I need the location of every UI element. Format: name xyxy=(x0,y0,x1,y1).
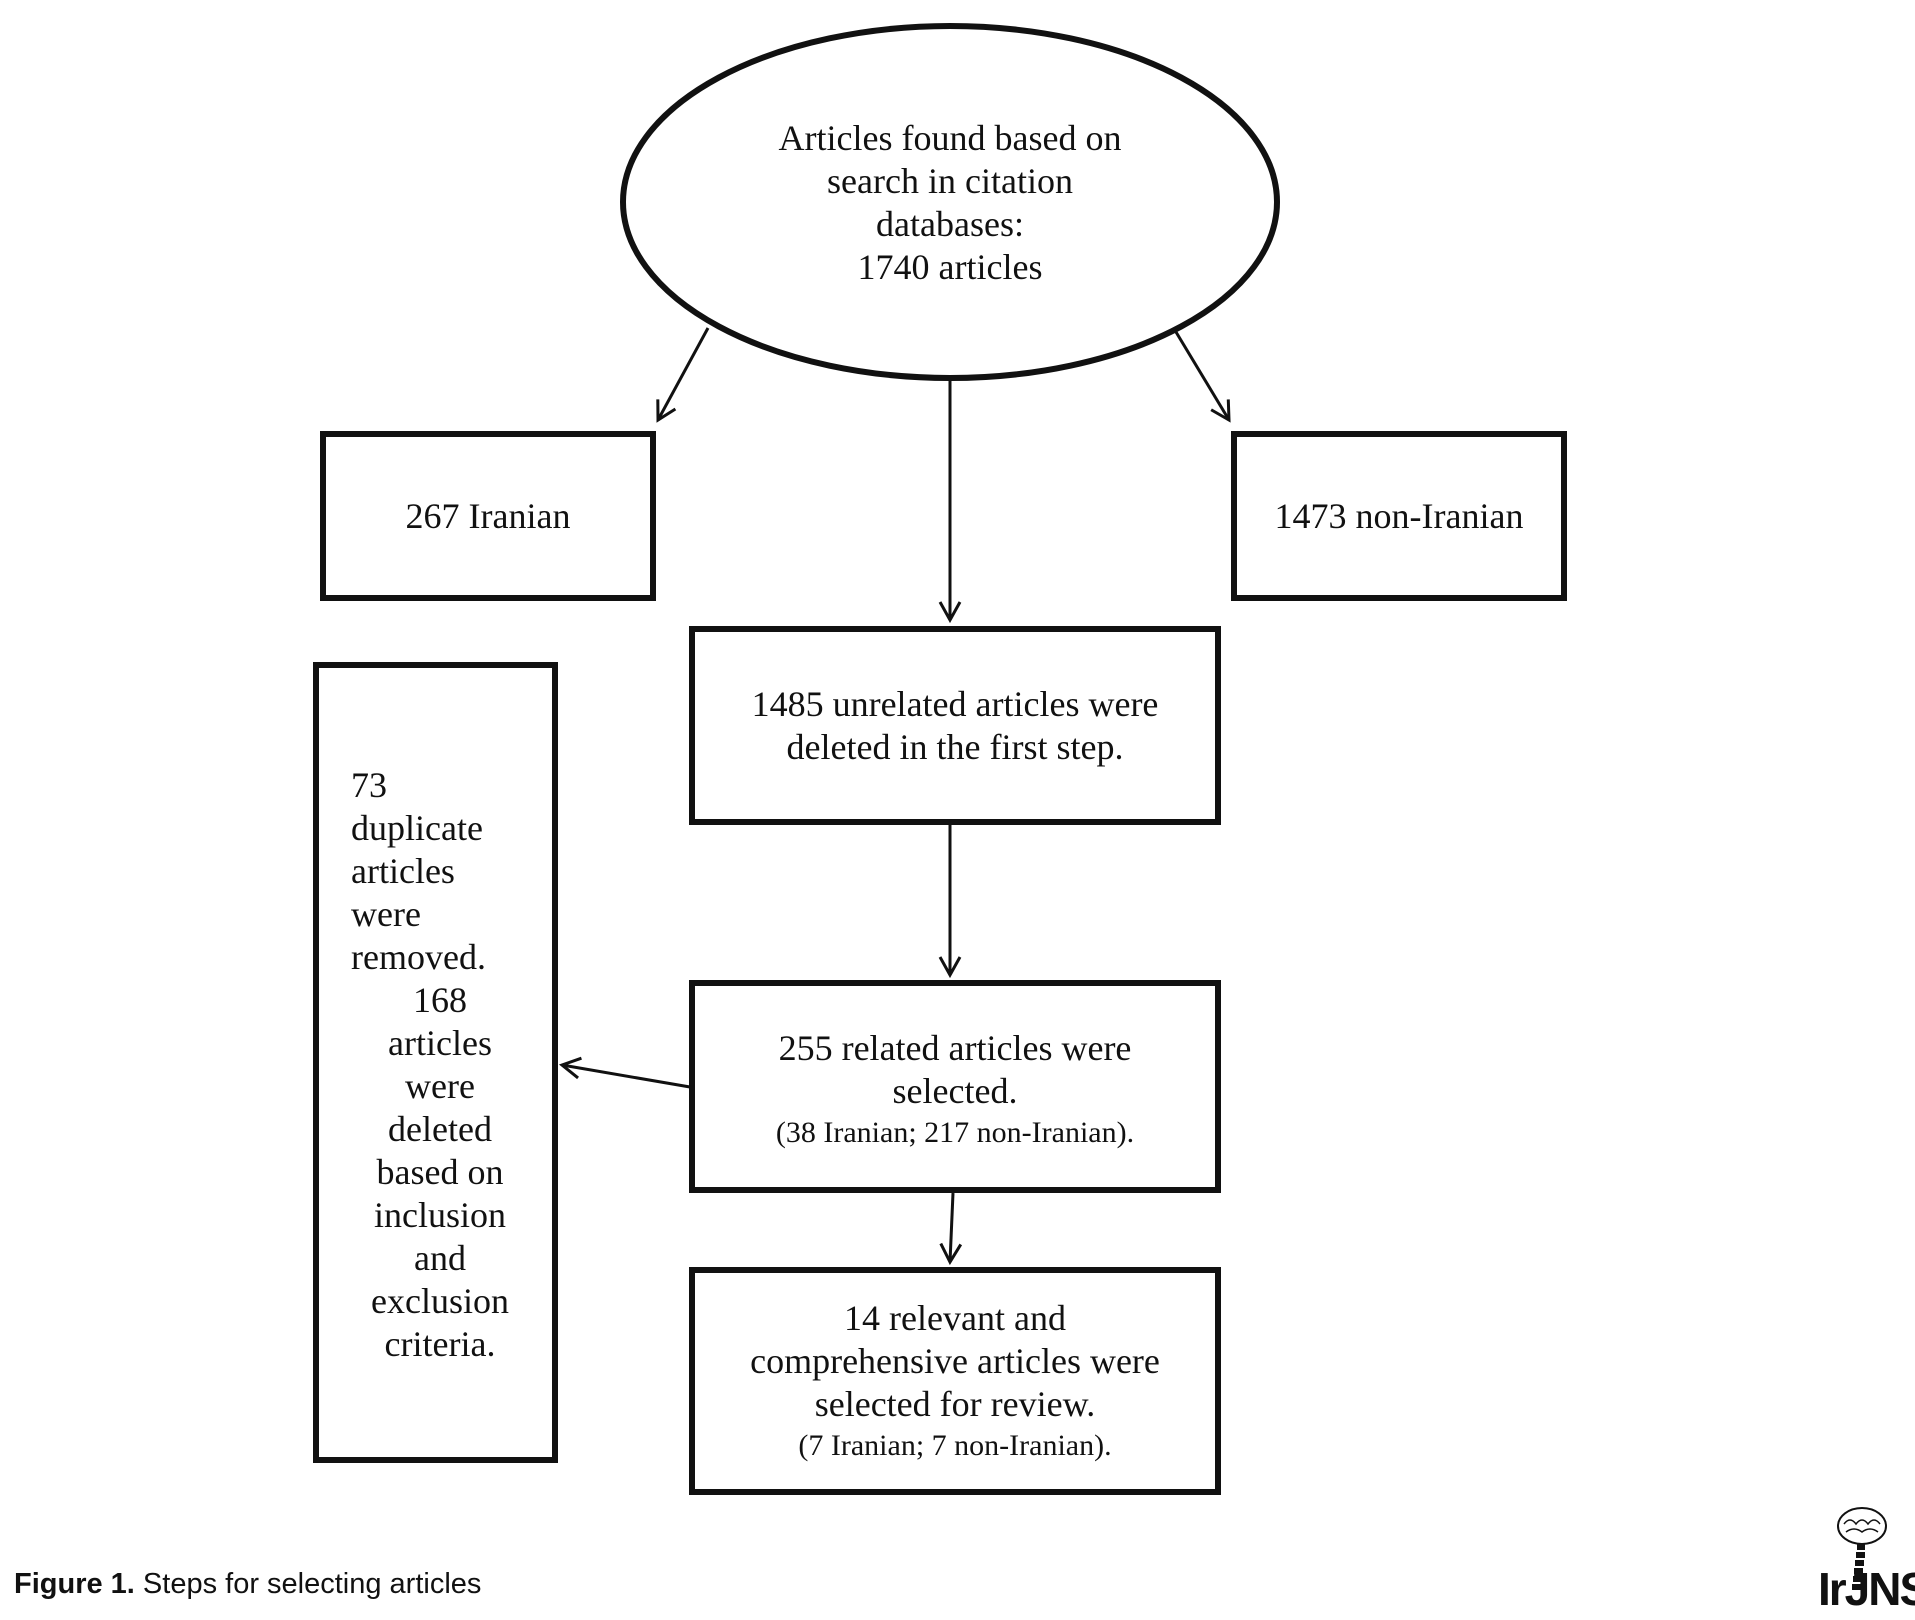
non-iranian-text: 1473 non-Iranian xyxy=(1237,437,1561,595)
excluded-center-line-4: deleted xyxy=(388,1109,492,1149)
arrow-to-iranian xyxy=(656,327,710,423)
excluded-left-line-5: removed. xyxy=(351,937,486,977)
related-detail: (38 Iranian; 217 non-Iranian). xyxy=(775,1116,1135,1149)
excluded-center-line-8: exclusion xyxy=(371,1281,509,1321)
excluded-text: 73 duplicate articles were removed. 168 … xyxy=(320,764,556,1564)
arrow-to-non-iranian xyxy=(1174,331,1231,423)
search-results-text: Articles found based on search in citati… xyxy=(700,108,1200,298)
excluded-center-line-1: 168 xyxy=(413,980,467,1020)
search-results-ellipse xyxy=(620,23,1280,381)
unrelated-box xyxy=(689,626,1221,825)
excluded-center-line-6: inclusion xyxy=(374,1195,506,1235)
excluded-left-line-4: were xyxy=(351,894,421,934)
final-line-1: 14 relevant and xyxy=(844,1297,1066,1338)
final-line-2: comprehensive articles were xyxy=(750,1340,1160,1381)
related-text: 255 related articles were selected. (38 … xyxy=(695,990,1215,1190)
figure-caption: Figure 1. Steps for selecting articles xyxy=(14,1568,481,1601)
non-iranian-label: 1473 non-Iranian xyxy=(1274,495,1524,536)
excluded-center-line-9: criteria. xyxy=(384,1324,496,1364)
non-iranian-box xyxy=(1231,431,1567,601)
figure-label: Figure 1. xyxy=(14,1568,135,1600)
excluded-center-line-2: articles xyxy=(388,1023,492,1063)
excluded-center-line-7: and xyxy=(414,1238,466,1278)
excluded-left-line-2: duplicate xyxy=(351,808,483,848)
excluded-center-line-3: were xyxy=(405,1066,475,1106)
search-line-3: databases: xyxy=(876,204,1024,244)
criteria-block: 168 articles were deleted based on inclu… xyxy=(320,979,560,1366)
duplicates-block: 73 duplicate articles were removed. xyxy=(320,764,556,979)
search-line-4: 1740 articles xyxy=(857,247,1043,287)
unrelated-text: 1485 unrelated articles were deleted in … xyxy=(695,632,1215,819)
iranian-box xyxy=(320,431,656,601)
brain-spine-logo-icon xyxy=(1837,1507,1887,1590)
search-line-2: search in citation xyxy=(827,161,1073,201)
arrow-to-excluded xyxy=(558,1056,691,1089)
unrelated-line-2: deleted in the first step. xyxy=(786,726,1124,767)
arrow-to-final xyxy=(939,1192,963,1266)
excluded-left-line-3: articles xyxy=(351,851,455,891)
related-box xyxy=(689,980,1221,1193)
search-line-1: Articles found based on xyxy=(778,118,1122,158)
related-line-2: selected. xyxy=(892,1071,1018,1111)
final-line-3: selected for review. xyxy=(814,1383,1096,1424)
final-box xyxy=(689,1267,1221,1495)
related-line-1: 255 related articles were xyxy=(778,1028,1132,1068)
final-detail: (7 Iranian; 7 non-Iranian). xyxy=(798,1428,1112,1462)
excluded-box xyxy=(313,662,558,1463)
unrelated-line-1: 1485 unrelated articles were xyxy=(751,683,1159,724)
logo-text: IrJNS xyxy=(1818,1563,1915,1615)
final-text: 14 relevant and comprehensive articles w… xyxy=(695,1273,1215,1489)
figure-caption-text: Steps for selecting articles xyxy=(134,1568,482,1600)
iranian-text: 267 Iranian xyxy=(326,437,650,595)
excluded-center-line-5: based on xyxy=(376,1152,504,1192)
iranian-label: 267 Iranian xyxy=(405,495,571,536)
excluded-left-line-1: 73 xyxy=(351,765,387,805)
